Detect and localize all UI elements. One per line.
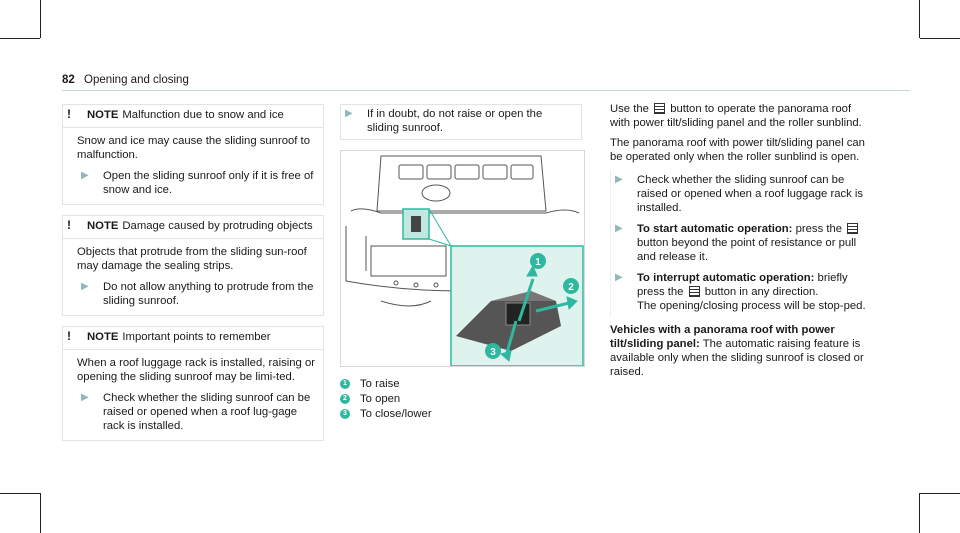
legend-text: To open [360, 393, 401, 405]
intro-paragraph: Use the button to operate the panorama r… [610, 102, 872, 130]
note-step-text: Check whether the sliding sunroof can be… [103, 392, 311, 432]
step-text-b: button in any direction. [704, 286, 819, 298]
column-instructions: Use the button to operate the panorama r… [610, 102, 872, 385]
warning-icon: ! [67, 329, 71, 343]
crop-mark [40, 0, 41, 38]
page-number: 82 [62, 74, 75, 86]
vehicles-text: The automatic raising feature is availab… [610, 338, 864, 378]
tip-box: ▶ If in doubt, do not raise or open the … [340, 104, 582, 140]
crop-mark [919, 0, 920, 38]
note-step: ▶ Open the sliding sunroof only if it is… [77, 169, 315, 197]
note-heading: Important points to remember [122, 331, 271, 343]
step-text-b: button beyond the point of resistance or… [637, 237, 857, 263]
note-text: Objects that protrude from the sliding s… [77, 246, 307, 272]
note-step-text: Open the sliding sunroof only if it is f… [103, 170, 314, 196]
tip-text: If in doubt, do not raise or open the sl… [367, 108, 543, 134]
step-arrow-icon: ▶ [345, 108, 353, 119]
column-figure: ▶ If in doubt, do not raise or open the … [340, 104, 585, 422]
vehicles-bold: Vehicles with a panorama roof with power… [610, 324, 835, 350]
warning-icon: ! [67, 107, 71, 121]
note-step: ▶ Check whether the sliding sunroof can … [77, 391, 315, 433]
header-rule [62, 90, 910, 91]
step-text: To start automatic operation: press the … [637, 222, 872, 264]
note-heading: Malfunction due to snow and ice [122, 109, 284, 121]
note-heading: Damage caused by protruding objects [122, 220, 313, 232]
intro-text-b: button to operate the panorama roof with… [610, 103, 862, 129]
note-step-text: Do not allow anything to protrude from t… [103, 281, 314, 307]
crop-mark [920, 493, 960, 494]
note-title: NOTE [87, 331, 119, 343]
paragraph: The panorama roof with power tilt/slidin… [610, 137, 865, 163]
highlight-box [402, 208, 430, 240]
step-arrow-icon: ▶ [81, 281, 89, 292]
note-body: When a roof luggage rack is installed, r… [63, 350, 323, 440]
step: ▶ Check whether the sliding sunroof can … [611, 173, 872, 215]
step-arrow-icon: ▶ [615, 272, 623, 283]
step-arrow-icon: ▶ [615, 223, 623, 234]
note-body: Snow and ice may cause the sliding sunro… [63, 128, 323, 204]
step-text-c: The opening/closing process will be stop… [637, 300, 866, 312]
intro-text-a: Use the [610, 103, 649, 115]
step-box: ▶ Check whether the sliding sunroof can … [610, 170, 872, 317]
section-title: Opening and closing [84, 74, 189, 86]
legend-badge: 2 [340, 394, 350, 404]
figure-legend: 1 To raise 2 To open 3 To close/lower [340, 377, 582, 421]
legend-text: To close/lower [360, 408, 432, 420]
roof-switch-figure: 1 2 3 [340, 150, 585, 367]
step-arrow-icon: ▶ [81, 170, 89, 181]
crop-mark [919, 493, 920, 533]
step: ▶ To interrupt automatic operation: brie… [611, 271, 872, 313]
crop-mark [0, 493, 40, 494]
legend-text: To raise [360, 378, 400, 390]
vehicles-paragraph: Vehicles with a panorama roof with power… [610, 323, 872, 379]
warning-icon: ! [67, 218, 71, 232]
step-text: To interrupt automatic operation: briefl… [637, 271, 872, 313]
roof-switch-button-icon [688, 286, 700, 297]
step: ▶ To start automatic operation: press th… [611, 222, 872, 264]
legend-badge: 1 [340, 379, 350, 389]
roof-switch-illustration: 1 2 3 [345, 155, 584, 366]
step-text-a: briefly press the [637, 272, 848, 298]
legend-item: 3 To close/lower [340, 407, 582, 421]
step-text-a: press the [795, 223, 843, 235]
step-text: Check whether the sliding sunroof can be… [637, 174, 864, 214]
note-step: ▶ Do not allow anything to protrude from… [77, 280, 315, 308]
tip-step: ▶ If in doubt, do not raise or open the … [341, 107, 573, 135]
legend-item: 1 To raise [340, 377, 582, 391]
step-arrow-icon: ▶ [81, 392, 89, 403]
step-arrow-icon: ▶ [615, 174, 623, 185]
callout-1: 1 [535, 257, 541, 268]
crop-mark [40, 493, 41, 533]
callout-3: 3 [490, 347, 496, 358]
note-body: Objects that protrude from the sliding s… [63, 239, 323, 315]
callout-2: 2 [568, 282, 574, 293]
note-title: NOTE [87, 220, 119, 232]
roof-switch-button-icon [847, 223, 859, 234]
legend-badge: 3 [340, 409, 350, 419]
page-header: 82 Opening and closing [62, 74, 189, 86]
step-bold: To start automatic operation: [637, 223, 793, 235]
legend-item: 2 To open [340, 392, 582, 406]
note-text: Snow and ice may cause the sliding sunro… [77, 135, 310, 161]
note-text: When a roof luggage rack is installed, r… [77, 357, 315, 383]
crop-mark [0, 38, 40, 39]
roof-switch-button-icon [654, 103, 666, 114]
crop-mark [920, 38, 960, 39]
callout-badges: 1 2 3 [485, 253, 579, 359]
note-title: NOTE [87, 109, 119, 121]
step-bold: To interrupt automatic operation: [637, 272, 815, 284]
